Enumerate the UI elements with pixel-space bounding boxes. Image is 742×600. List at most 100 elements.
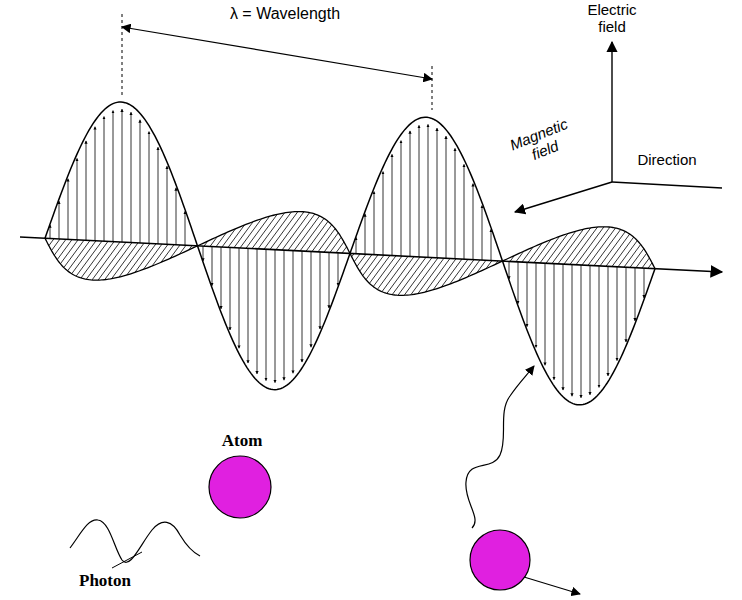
field-vector (282, 213, 310, 250)
field-vector (68, 240, 90, 270)
atom-label: Atom (200, 432, 284, 451)
field-vector (608, 266, 609, 376)
field-vector (140, 120, 141, 243)
field-vector (360, 255, 372, 272)
field-vector (95, 127, 96, 241)
field-vector (302, 251, 303, 362)
photon-label: Photon (60, 572, 150, 591)
field-vector (230, 247, 231, 330)
field-vector (419, 125, 420, 257)
field-vector (401, 141, 402, 256)
field-vector (149, 132, 150, 244)
field-vector (54, 239, 66, 255)
field-vector (77, 158, 78, 239)
field-vector (482, 206, 483, 261)
field-vector (383, 171, 384, 255)
field-vector (300, 218, 324, 251)
field-vector (57, 240, 72, 260)
field-vector (158, 147, 159, 244)
field-vector (306, 221, 328, 251)
field-vector (425, 258, 450, 292)
field-vector (554, 264, 555, 380)
axis-label: Electric field (580, 2, 644, 35)
field-vector (131, 112, 132, 242)
field-vector (167, 166, 168, 244)
field-vector (563, 264, 564, 390)
field-vector (392, 257, 420, 295)
field-vector (354, 254, 360, 262)
field-vector (98, 242, 126, 280)
field-vector (64, 240, 84, 267)
field-vector (455, 148, 456, 258)
field-vector (311, 252, 312, 348)
field-vector (185, 211, 186, 245)
wavelength-dimension (122, 27, 432, 79)
direction-axis (612, 182, 722, 188)
field-vector (266, 249, 267, 380)
field-vector (374, 192, 375, 255)
excited-atom (470, 530, 530, 590)
field-vector (276, 212, 304, 250)
field-vector (246, 216, 270, 248)
field-vector (363, 255, 378, 276)
field-vector (221, 247, 222, 309)
field-vector (630, 249, 644, 268)
field-vector (612, 237, 634, 266)
field-vector (293, 251, 294, 374)
field-vector (104, 116, 105, 241)
field-vector (418, 258, 444, 293)
field-vector (572, 265, 573, 397)
field-vector (329, 252, 330, 308)
field-vector (404, 258, 432, 296)
field-vector (86, 242, 114, 280)
field-vector (552, 231, 576, 263)
dimension-tick (122, 14, 123, 95)
field-vector (324, 233, 338, 252)
field-vector (320, 252, 321, 329)
field-vector (582, 227, 610, 265)
field-vector (59, 201, 60, 239)
atom-node: Atom (200, 432, 284, 522)
dimension-tick (432, 66, 433, 110)
field-vector (257, 249, 258, 374)
field-vector (570, 227, 598, 264)
field-vector (644, 268, 645, 298)
field-vector (437, 128, 438, 258)
field-vector (617, 267, 618, 361)
field-vector (248, 248, 249, 363)
field-vector (599, 266, 600, 388)
field-vector (377, 256, 402, 289)
field-vector (626, 267, 627, 342)
field-vector (122, 109, 123, 242)
field-vector (92, 242, 120, 280)
field-vector (270, 212, 298, 250)
field-vector (312, 225, 332, 252)
field-vector (464, 164, 465, 259)
field-vector (398, 257, 426, 295)
field-vector (68, 179, 69, 240)
axis-label: Direction (622, 152, 712, 169)
field-vector (635, 268, 636, 321)
field-vector (330, 237, 341, 252)
field-vector (49, 239, 54, 246)
field-vector (373, 256, 396, 287)
field-vector (119, 243, 144, 277)
field-vector (356, 237, 357, 253)
field-vector (392, 154, 393, 255)
field-vector (336, 242, 344, 253)
axis-label: Magnetic field (502, 113, 583, 171)
field-vector (446, 136, 447, 258)
field-vector (558, 229, 583, 264)
field-vector (338, 253, 339, 286)
atom-recoil-arrow (524, 577, 580, 594)
field-vector (473, 184, 474, 260)
field-vector (642, 258, 649, 268)
field-vector (590, 265, 591, 394)
field-vector (264, 212, 291, 249)
field-vector (648, 263, 652, 268)
magnetic-axis (515, 182, 612, 212)
field-vector (636, 253, 647, 267)
field-vector (127, 243, 150, 275)
